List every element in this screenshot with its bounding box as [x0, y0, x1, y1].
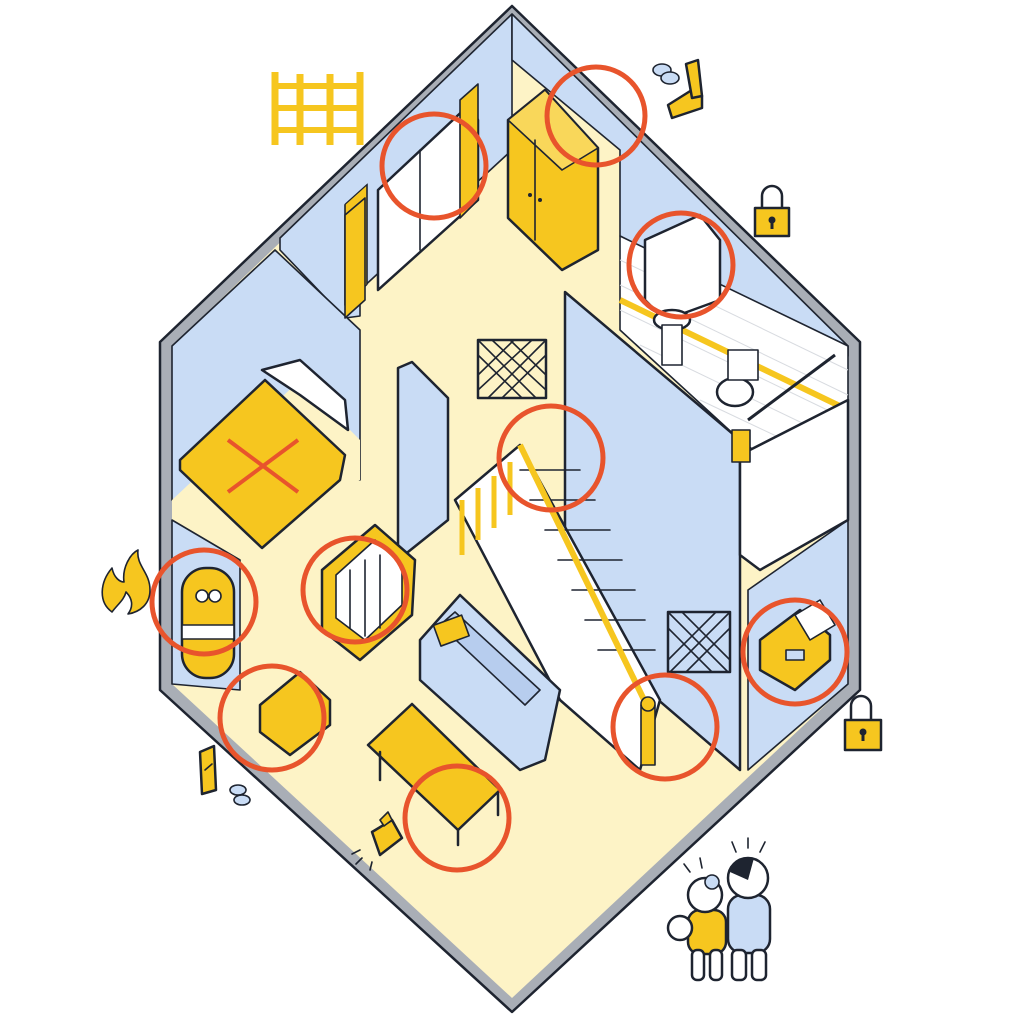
hazard-circle-wardrobe-top: [544, 64, 648, 168]
door-frame: [396, 360, 450, 562]
boiler: [180, 566, 236, 680]
bathroom: [618, 213, 850, 572]
wardrobe: [506, 88, 600, 272]
ladder-icon: [271, 72, 364, 145]
cleaning-bottle-icon: [351, 811, 404, 871]
hazard-circle-bathroom-cabinet: [626, 210, 736, 320]
hazard-circle-window: [379, 111, 489, 221]
hazard-circle-boiler: [149, 547, 259, 657]
hazard-circle-stair-top: [496, 403, 606, 513]
worried-family-icon: [666, 837, 772, 982]
sink-cabinet: [758, 599, 836, 692]
padlock-icon: [753, 184, 791, 238]
hazard-circle-coffee-table-corner: [402, 763, 512, 873]
flame-icon: [101, 549, 151, 615]
hazard-circle-crib: [300, 535, 410, 645]
padlock-icon-lower: [843, 694, 883, 752]
door-hinge-icon: [198, 744, 251, 806]
hazard-circle-stair-bottom: [610, 672, 720, 782]
hazard-circle-bathroom-sink-ground: [740, 597, 850, 707]
safety-gate-icon: [476, 338, 548, 400]
hazard-circle-radiator: [217, 663, 327, 773]
staircase: [453, 443, 662, 772]
corner-protector-icon: [652, 58, 704, 120]
hazard-markers: [149, 64, 850, 873]
bed: [178, 358, 350, 550]
sofa: [418, 593, 562, 772]
window: [344, 83, 480, 319]
safety-gate-lower: [666, 610, 732, 674]
